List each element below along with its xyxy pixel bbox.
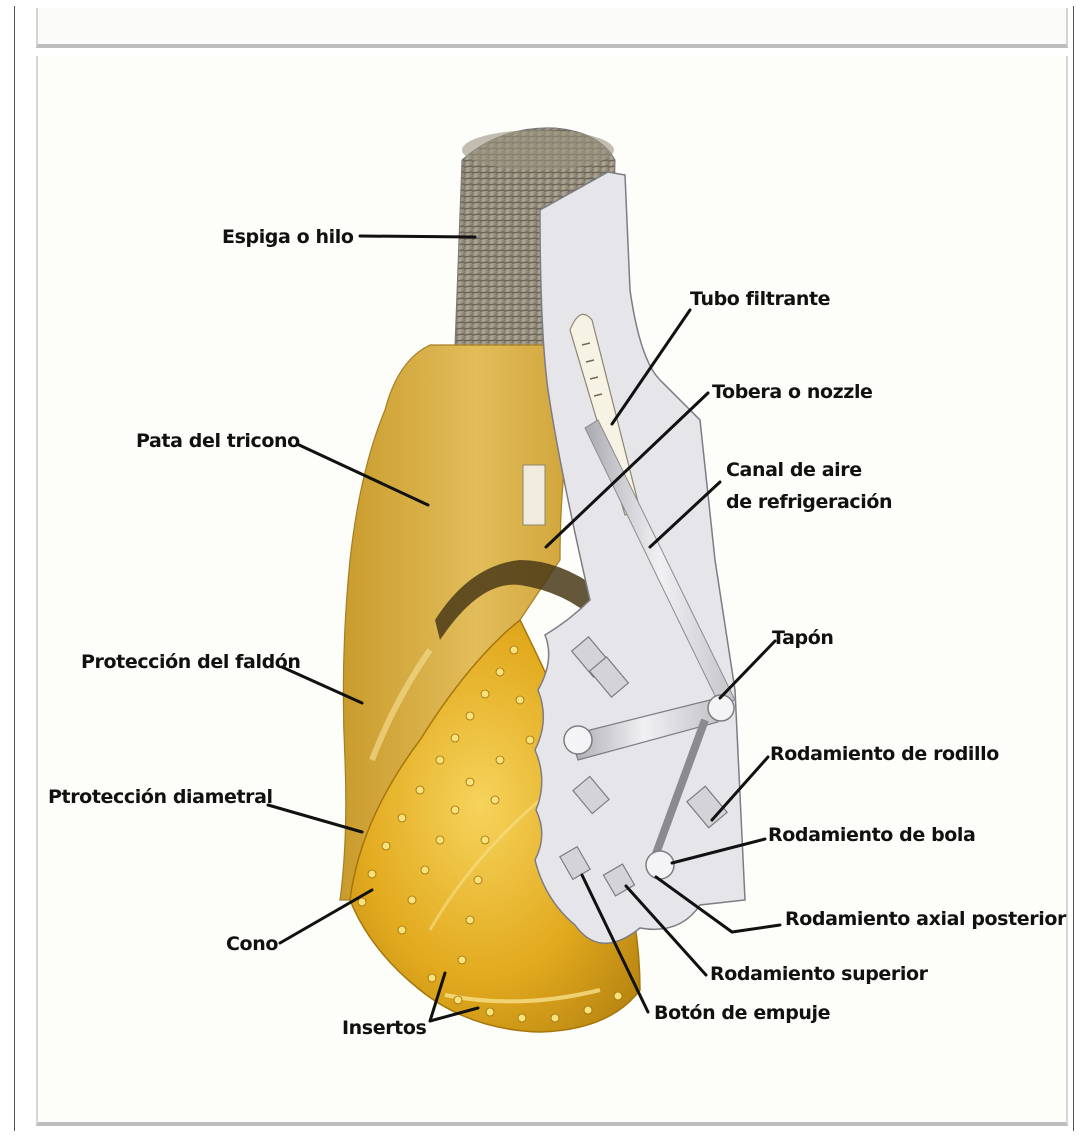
label-canal-aire-1: Canal de aire bbox=[726, 459, 862, 481]
label-boton-empuje: Botón de empuje bbox=[654, 1002, 830, 1024]
label-rodamiento-rodillo: Rodamiento de rodillo bbox=[770, 743, 999, 765]
label-tobera: Tobera o nozzle bbox=[712, 381, 873, 403]
label-cono: Cono bbox=[226, 933, 278, 955]
label-tapon: Tapón bbox=[772, 627, 834, 649]
label-rodamiento-axial: Rodamiento axial posterior bbox=[785, 908, 1067, 930]
label-proteccion-faldon: Protección del faldón bbox=[81, 651, 301, 673]
label-rodamiento-bola: Rodamiento de bola bbox=[768, 824, 975, 846]
label-rodamiento-superior: Rodamiento superior bbox=[710, 963, 929, 985]
label-insertos: Insertos bbox=[342, 1017, 426, 1039]
label-tubo-filtrante: Tubo filtrante bbox=[690, 288, 830, 310]
label-pata-tricono: Pata del tricono bbox=[136, 430, 300, 452]
label-espiga: Espiga o hilo bbox=[222, 226, 354, 248]
label-canal-aire-2: de refrigeración bbox=[726, 491, 892, 513]
label-proteccion-diametral: Ptrotección diametral bbox=[48, 786, 273, 808]
